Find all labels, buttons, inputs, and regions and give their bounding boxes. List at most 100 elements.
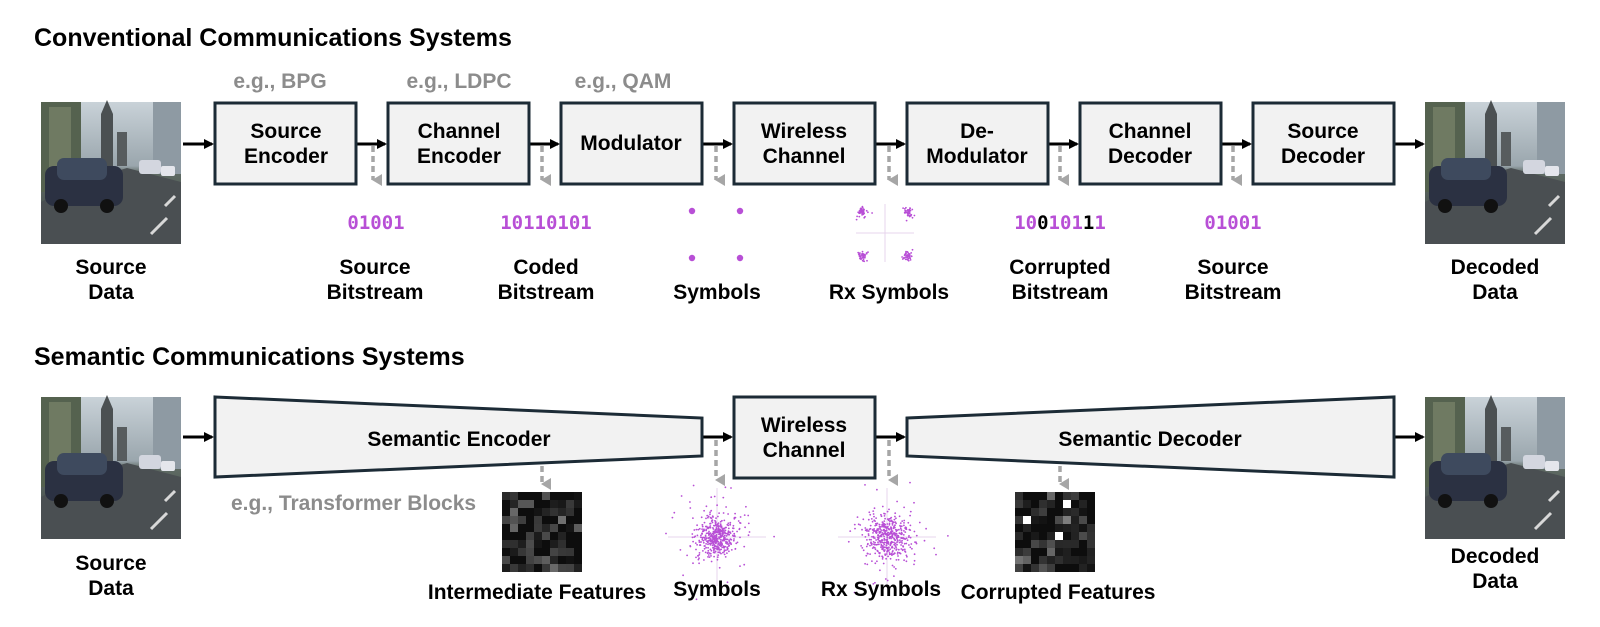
feature-cell (1087, 540, 1095, 548)
symbol-point (723, 553, 726, 556)
corrupted-cell (1063, 500, 1071, 508)
feature-cell (510, 540, 518, 548)
symbol-point (864, 215, 866, 218)
symbol-point (747, 522, 750, 525)
symbol-point (700, 541, 702, 543)
bit: 1 (1014, 212, 1025, 234)
feature-cell (1023, 524, 1031, 532)
symbol-point (907, 212, 909, 215)
symbol-point (716, 558, 719, 561)
symbol-point (745, 505, 747, 508)
symbol-point (867, 533, 870, 535)
symbol-point (889, 544, 892, 547)
feature-cell (566, 500, 574, 508)
corrupted-cell (1055, 532, 1063, 540)
symbol-point (885, 553, 888, 555)
constellation-point (688, 207, 696, 215)
symbol-point (702, 539, 705, 542)
symbol-point (909, 207, 912, 210)
symbol-point (723, 550, 726, 553)
symbol-point (849, 530, 852, 532)
symbol-point (729, 523, 732, 526)
symbol-point (900, 537, 903, 539)
symbol-point (730, 487, 732, 489)
symbol-point (721, 519, 723, 522)
channel-decoder-block (1078, 101, 1223, 186)
example-ldpc: e.g., LDPC (406, 70, 511, 93)
symbol-point (879, 528, 881, 530)
symbol-point (729, 538, 732, 541)
symbol-point (895, 517, 897, 520)
source-decoder-label-line2: Decoder (1281, 145, 1365, 168)
symbol-point (739, 516, 742, 518)
symbol-point (719, 530, 722, 533)
symbol-point (847, 540, 850, 543)
symbol-point (714, 532, 716, 534)
symbol-point (903, 211, 906, 214)
symbol-point (910, 213, 913, 216)
symbol-point (864, 253, 866, 256)
symbol-point (900, 533, 903, 536)
symbol-point (903, 506, 905, 509)
symbol-point (711, 537, 714, 539)
feature-cell (1063, 556, 1071, 564)
feature-cell (1031, 508, 1039, 516)
symbol-point (703, 521, 706, 524)
symbol-point (906, 251, 909, 253)
symbol-point (879, 569, 881, 572)
symbol-point (863, 260, 866, 263)
qam-constellation (688, 207, 744, 262)
symbol-point (915, 542, 918, 545)
symbol-point (903, 257, 905, 260)
feature-cell (518, 540, 526, 548)
decoded-data-label-line1: Decoded (1451, 256, 1540, 279)
feature-cell (558, 500, 566, 508)
symbol-point (691, 536, 694, 539)
symbol-point (898, 541, 901, 544)
semantic-decoder-block (905, 395, 1396, 479)
feature-cell (1039, 556, 1047, 564)
symbol-point (747, 514, 750, 517)
feature-cell (1079, 556, 1087, 564)
wireless-channel-block (732, 101, 877, 186)
symbol-point (903, 548, 906, 551)
symbol-point (717, 527, 720, 529)
symbol-point (891, 524, 894, 526)
symbol-point (888, 508, 890, 511)
rx-symbols-label: Rx Symbols (829, 281, 949, 304)
symbol-point (720, 545, 722, 547)
symbol-point (878, 531, 881, 534)
feature-cell (550, 508, 558, 516)
feature-cell (1047, 548, 1055, 556)
symbol-point (888, 523, 891, 526)
symbol-point (906, 539, 909, 542)
feature-cell (1015, 564, 1023, 572)
symbol-point (883, 520, 886, 522)
symbol-point (698, 541, 701, 543)
symbol-point (700, 516, 703, 519)
channel-decoder-label-line2: Decoder (1108, 145, 1192, 168)
symbol-point (725, 549, 727, 552)
symbol-point (868, 538, 871, 541)
symbol-point (891, 551, 894, 553)
symbol-point (727, 513, 729, 515)
symbol-point (887, 541, 890, 544)
feature-cell (1071, 556, 1079, 564)
feature-cell (558, 548, 566, 556)
symbol-point (715, 536, 717, 539)
symbol-point (694, 542, 697, 544)
symbol-point (869, 544, 871, 547)
symbol-point (867, 534, 870, 537)
symbol-point (717, 551, 720, 554)
symbol-point (893, 518, 896, 521)
symbol-point (858, 215, 861, 218)
symbol-point (888, 552, 891, 554)
symbol-point (719, 523, 722, 525)
symbol-point (860, 209, 862, 212)
symbol-point (907, 521, 910, 524)
symbol-point (707, 516, 709, 519)
symbol-point (861, 534, 864, 536)
symbol-point (724, 486, 727, 489)
symbol-point (886, 510, 889, 513)
symbol-point (894, 526, 896, 529)
